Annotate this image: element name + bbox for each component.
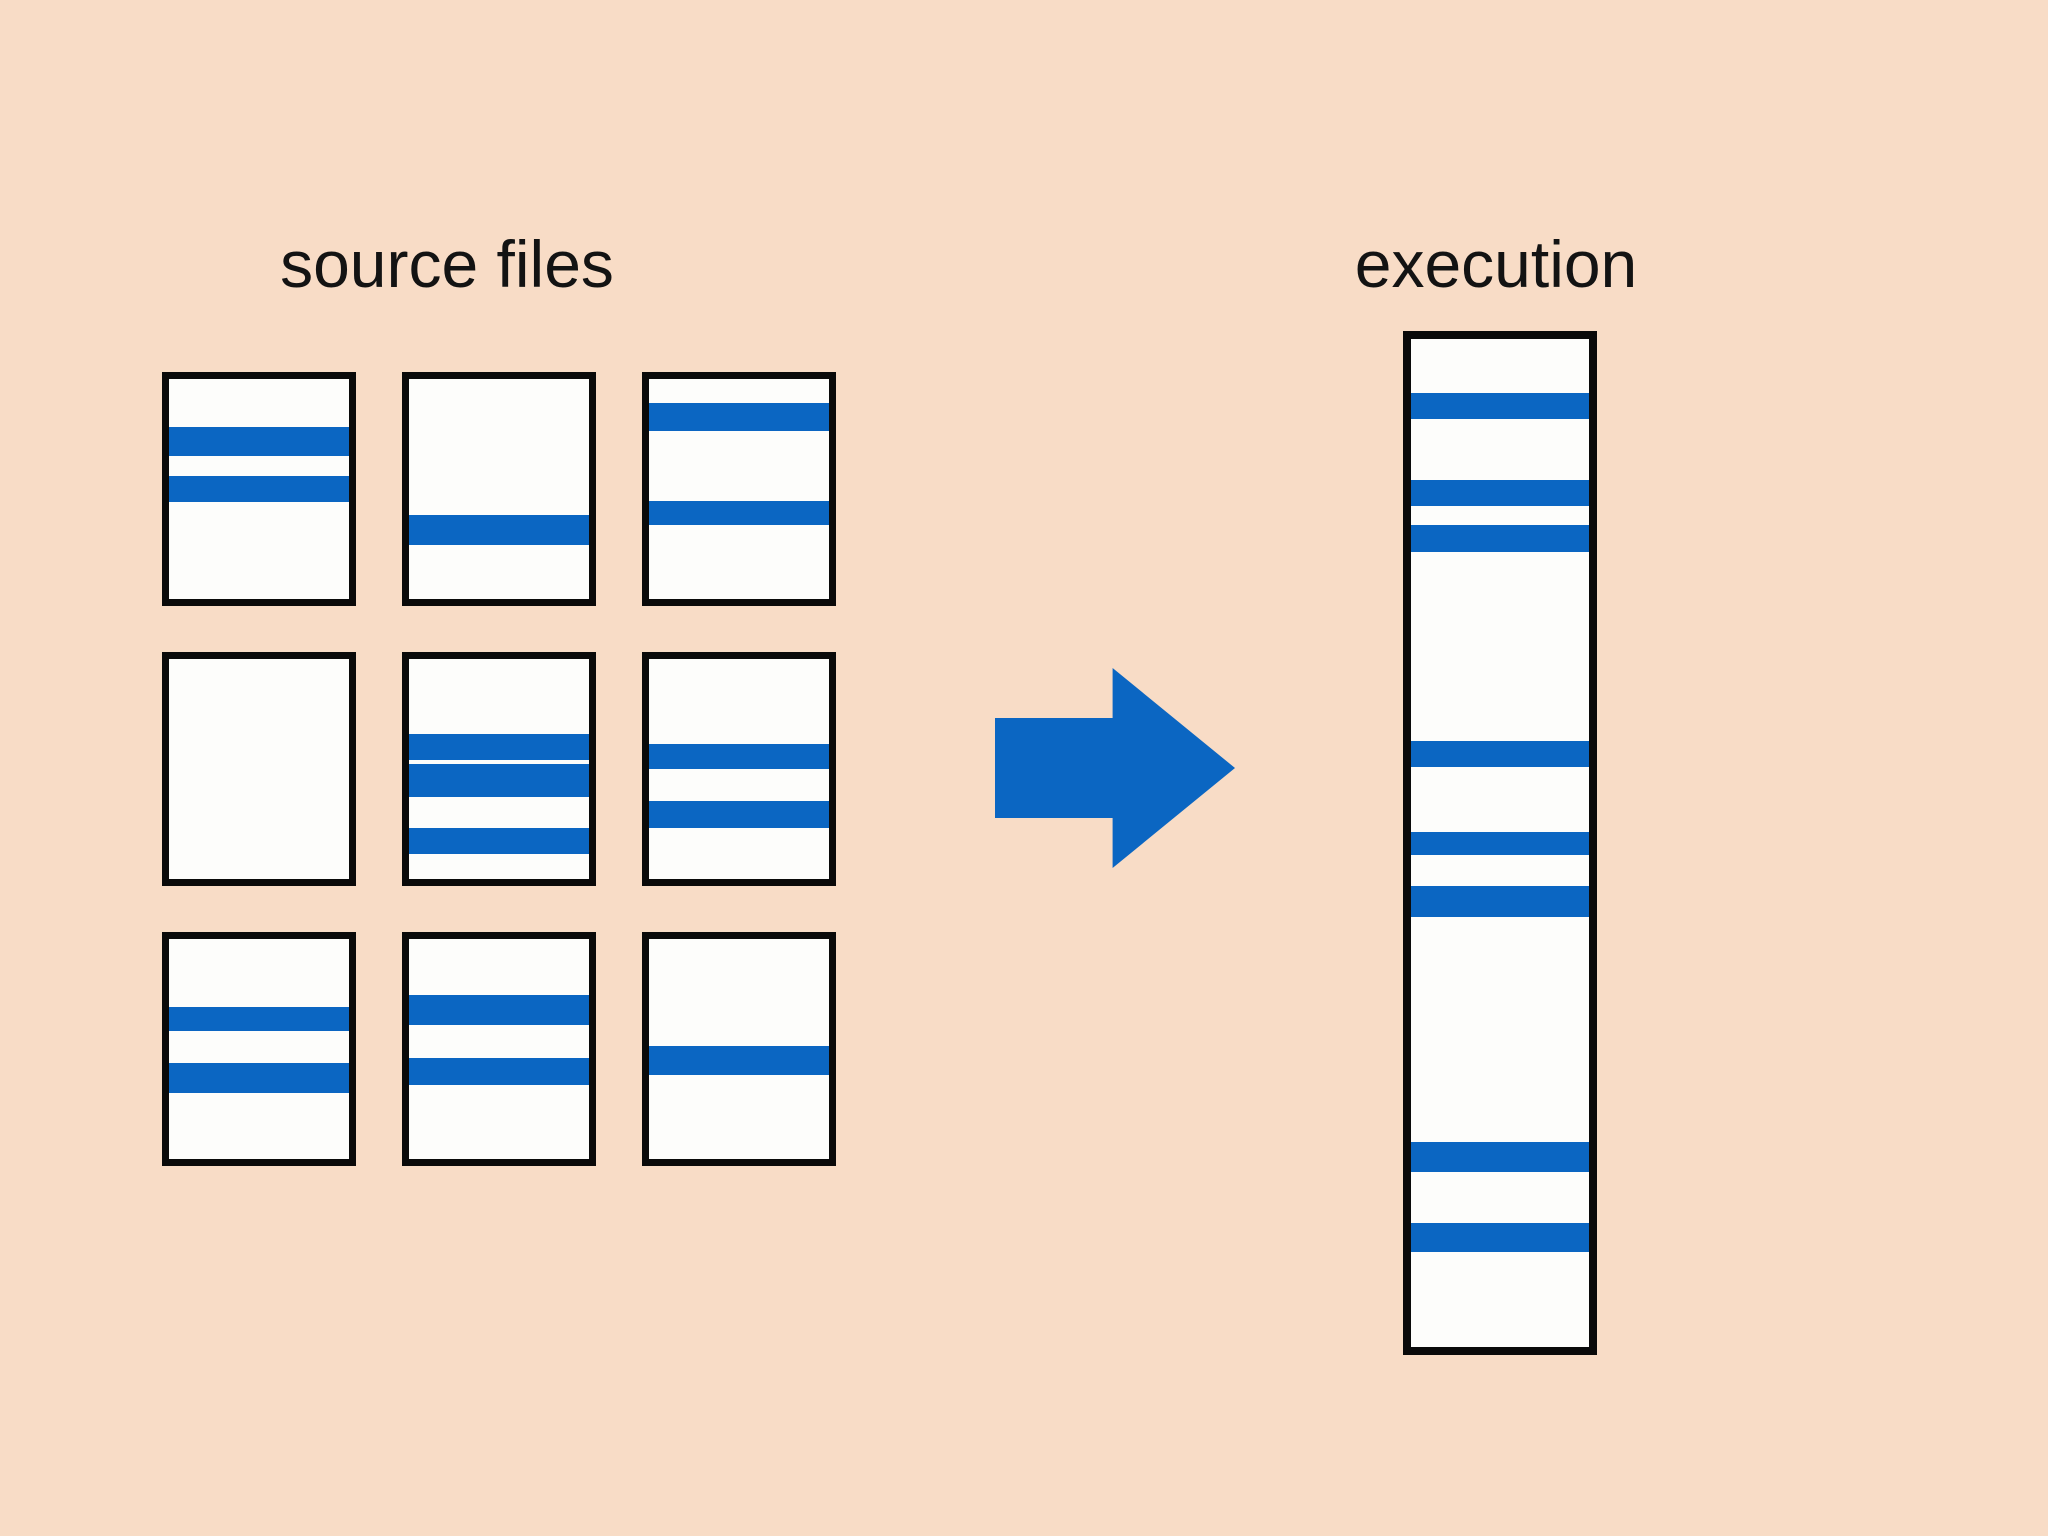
execution-label: execution — [1354, 227, 1638, 301]
code-stripe — [1411, 1142, 1589, 1172]
code-stripe — [409, 1057, 589, 1086]
code-stripe — [649, 800, 829, 829]
source-file-2 — [402, 372, 596, 606]
source-files-label: source files — [280, 227, 614, 301]
execution-bar — [1403, 331, 1597, 1355]
source-file-6 — [642, 652, 836, 886]
code-stripe — [649, 1046, 829, 1076]
source-file-9 — [642, 932, 836, 1166]
code-stripe — [409, 515, 589, 546]
code-stripe — [169, 427, 349, 456]
flow-arrow — [995, 668, 1235, 868]
source-file-7 — [162, 932, 356, 1166]
code-stripe — [169, 476, 349, 502]
source-file-grid — [162, 372, 836, 1166]
code-stripe — [1411, 393, 1589, 419]
code-stripe — [409, 764, 589, 798]
code-stripe — [169, 1063, 349, 1093]
code-stripe — [1411, 480, 1589, 507]
code-stripe — [409, 827, 589, 855]
code-stripe — [1411, 831, 1589, 856]
source-file-8 — [402, 932, 596, 1166]
code-stripe — [1411, 1223, 1589, 1253]
source-file-3 — [642, 372, 836, 606]
source-file-5 — [402, 652, 596, 886]
source-file-1 — [162, 372, 356, 606]
code-stripe — [649, 743, 829, 769]
code-stripe — [1411, 741, 1589, 768]
code-stripe — [409, 733, 589, 760]
code-stripe — [649, 402, 829, 432]
code-stripe — [649, 500, 829, 525]
code-stripe — [1411, 525, 1589, 552]
code-stripe — [169, 1007, 349, 1032]
code-stripe — [1411, 886, 1589, 917]
code-stripe — [409, 995, 589, 1025]
source-file-4 — [162, 652, 356, 886]
